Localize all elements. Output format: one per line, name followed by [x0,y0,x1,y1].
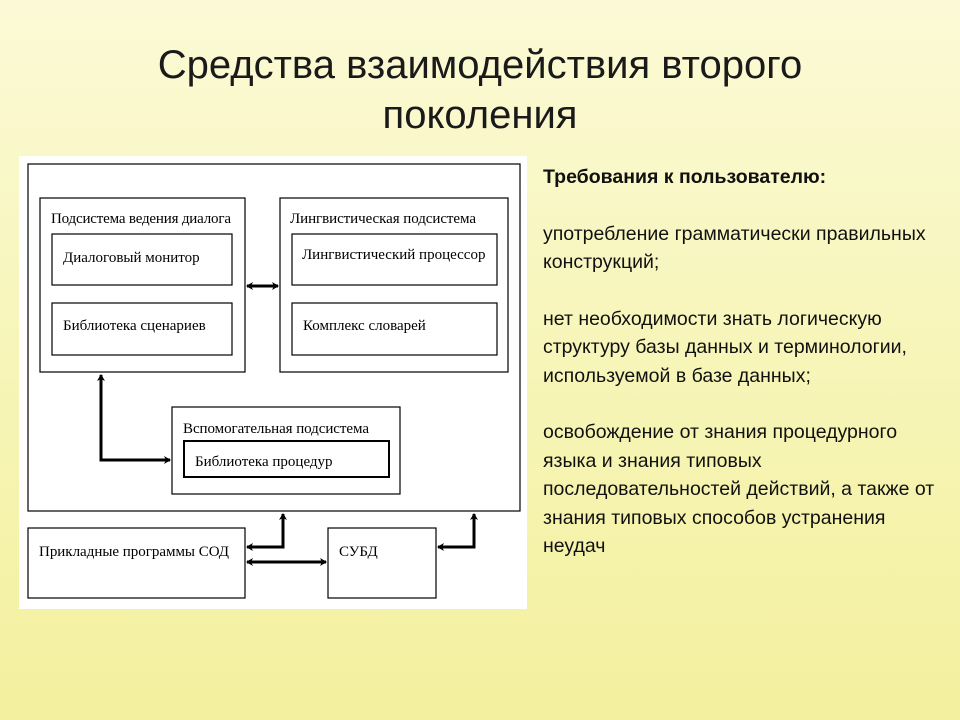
procedure-library-label: Библиотека процедур [195,454,333,470]
requirement-item: употребление грамматически правильных ко… [543,222,926,274]
requirement-item: нет необходимости знать логическую струк… [543,307,907,387]
dictionaries-box [291,302,498,356]
dbms-box [327,527,437,599]
scenario-library-label: Библиотека сценариев [63,318,206,334]
procedure-library-box [183,440,390,478]
applications-system-arrow [246,513,287,551]
system-box [27,163,521,512]
linguistic-processor-label: Лингвистический процессор [302,247,485,263]
linguistic-subsystem-label: Лингвистическая подсистема [290,211,476,227]
scenario-library-box [51,302,233,356]
dbms-label: СУБД [339,544,378,560]
dialog-aux-arrow [97,374,171,464]
requirements-heading: Требования к пользователю: [543,166,827,188]
aux-subsystem-label: Вспомогательная подсистема [183,421,369,437]
linguistic-subsystem-box [279,197,509,373]
applications-box [27,527,246,599]
slide-title: Средства взаимодействия второго поколени… [0,40,960,140]
dbms-system-arrow [437,513,478,551]
dictionaries-label: Комплекс словарей [303,318,426,334]
architecture-diagram: Подсистема ведения диалога Диалоговый мо… [19,156,527,609]
user-requirements: Требования к пользователю: употребление … [543,163,943,589]
aux-subsystem-box [171,406,401,495]
title-line-2: поколения [382,93,578,137]
dialog-subsystem-box [39,197,246,373]
requirement-item: освобождение от знания процедурного язык… [543,421,935,557]
title-line-1: Средства взаимодействия второго [157,43,803,87]
linguistic-processor-box [291,233,498,286]
applications-label: Прикладные программы СОД [39,544,229,560]
dialog-monitor-label: Диалоговый монитор [63,250,200,266]
dialog-subsystem-label: Подсистема ведения диалога [51,211,231,227]
dialog-monitor-box [51,233,233,286]
